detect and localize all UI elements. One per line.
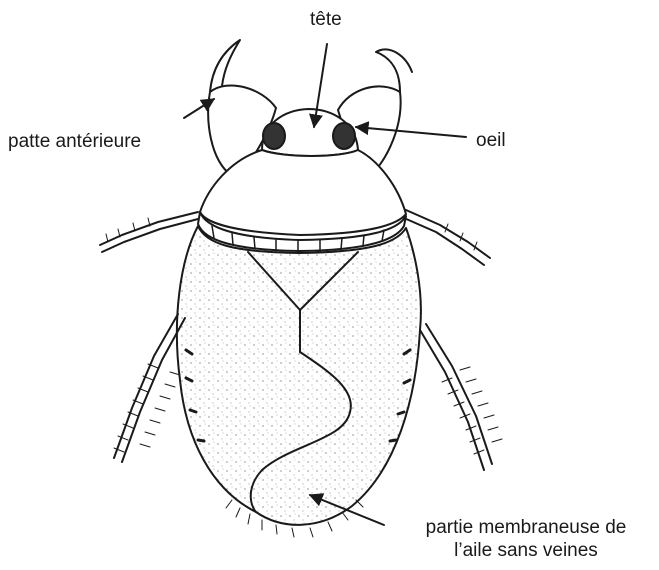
label-head: tête [310,8,342,31]
label-wing-membrane-line1: partie membraneuse de [397,516,655,539]
hind-leg-right [420,324,492,470]
pointer-front-leg [184,99,214,118]
label-wing-membrane-line2: l’aile sans veines [397,539,655,562]
eye-right [333,123,355,149]
pointer-eye [356,127,466,137]
hind-leg-left [114,314,185,462]
label-wing-membrane: partie membraneuse de l’aile sans veines [397,516,655,562]
eye-left [263,123,285,149]
abdomen-outline [177,226,421,525]
label-front-leg: patte antérieure [8,130,141,153]
mid-leg-left [100,212,198,252]
mid-leg-right [404,210,490,265]
label-eye: oeil [476,129,506,152]
pronotum [200,150,406,235]
